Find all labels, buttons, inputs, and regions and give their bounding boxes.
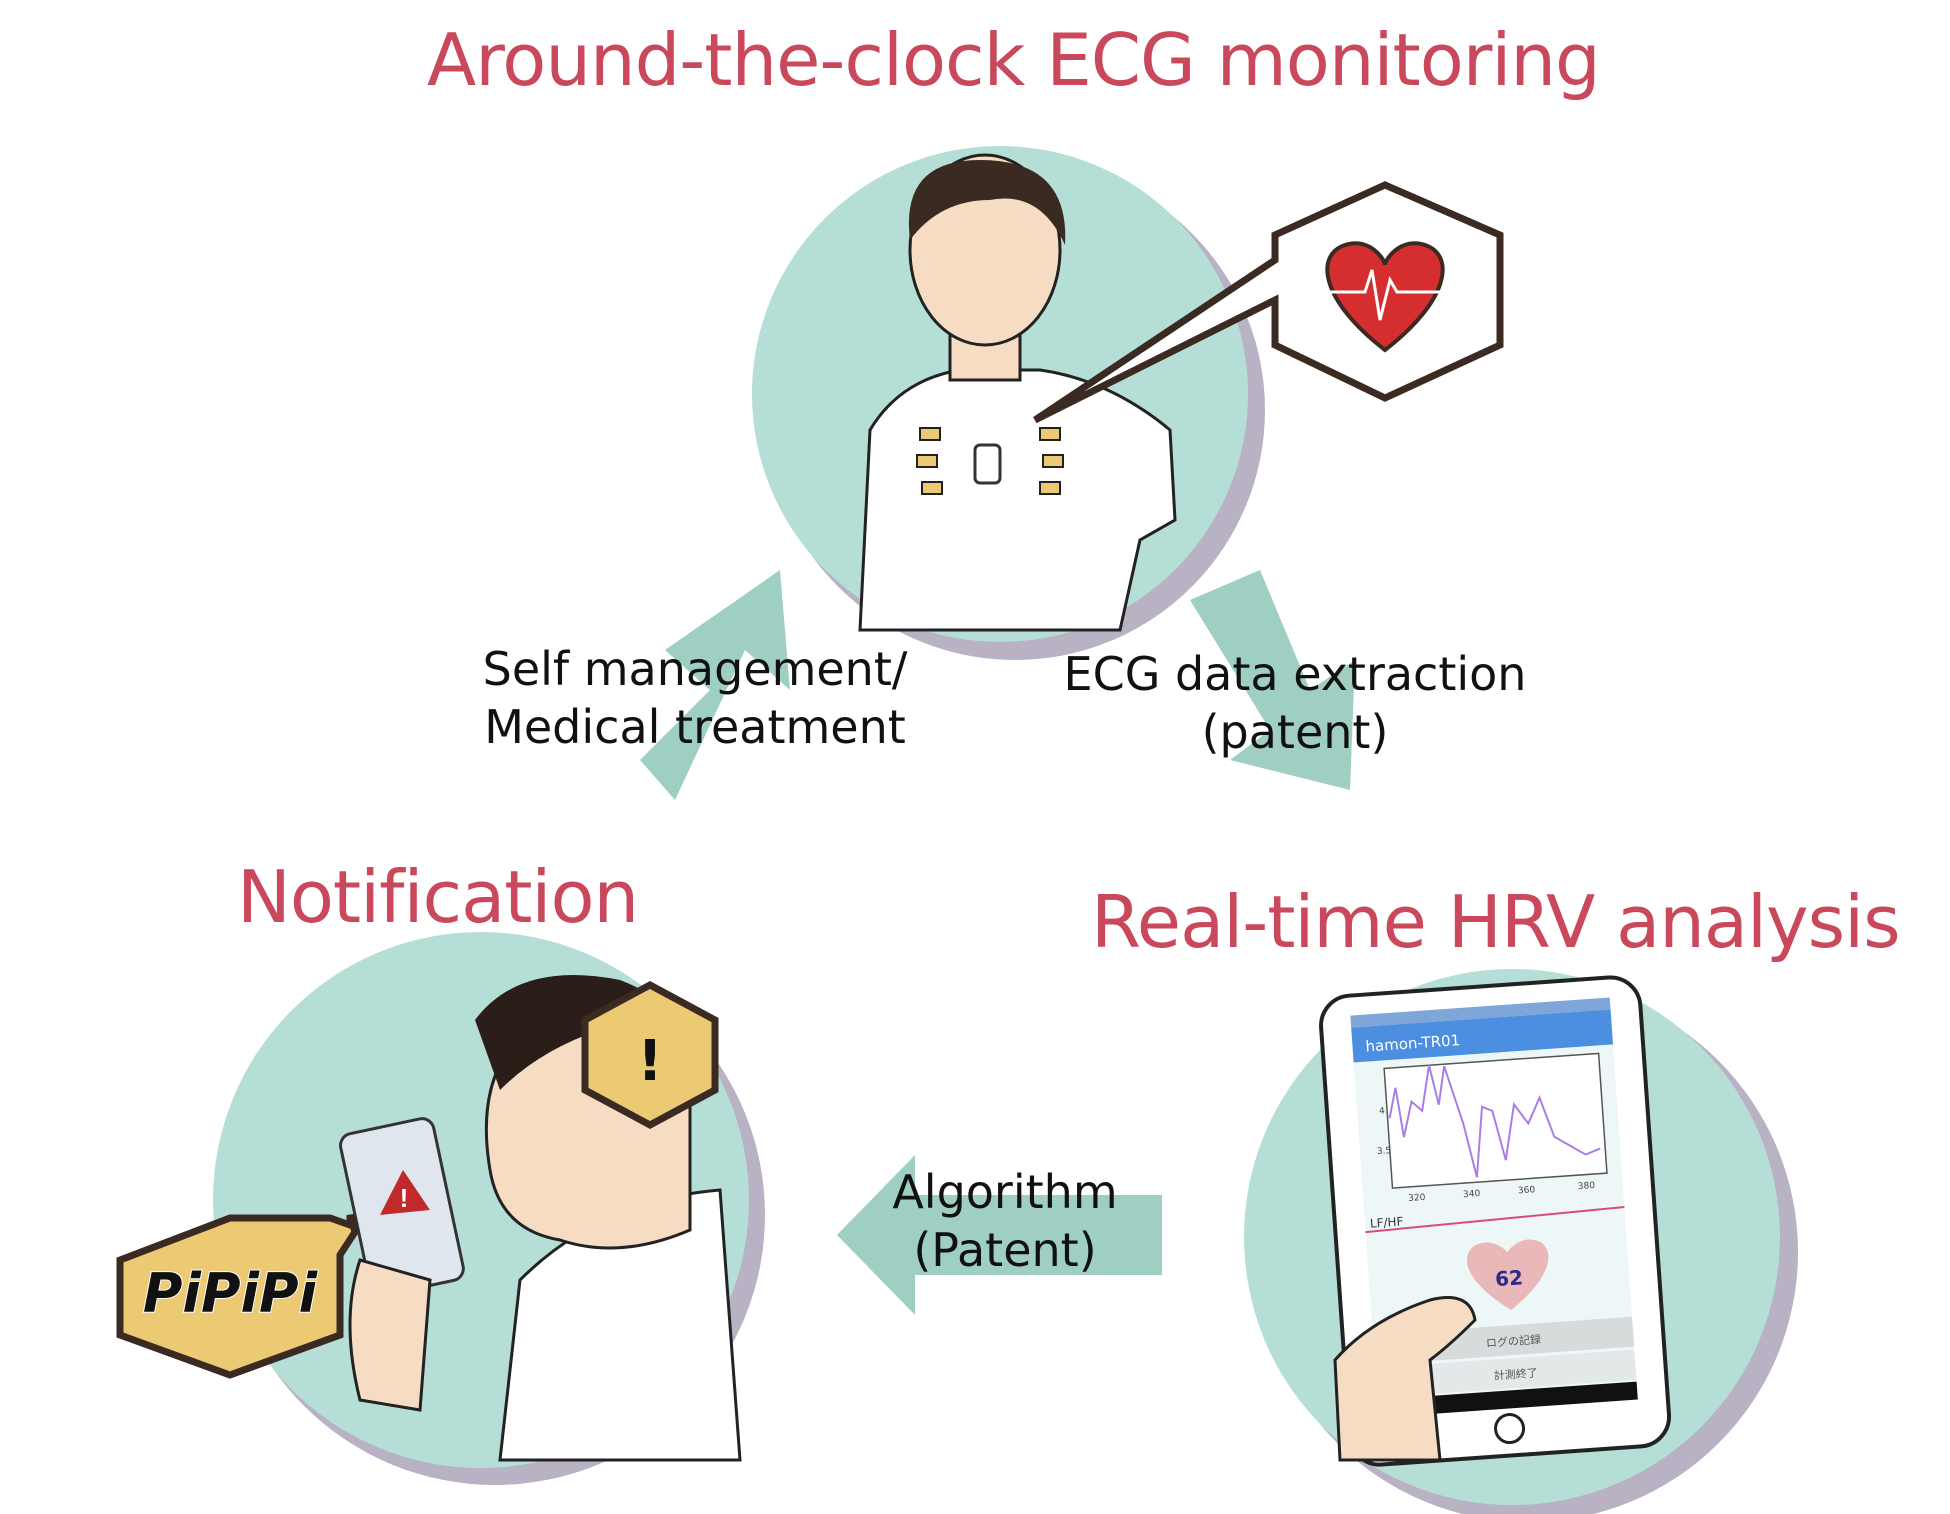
hrv-analysis-circle: hamon-TR01 4 3.5 320 340 360 380 LF/HF 6… (1244, 969, 1798, 1514)
svg-text:ログの記録: ログの記録 (1486, 1332, 1542, 1350)
pipipi-speech-bubble: PiPiPi (116, 1214, 359, 1379)
svg-text:!: ! (637, 1029, 663, 1094)
svg-text:320: 320 (1408, 1193, 1426, 1204)
stop-measurement-button (1374, 1349, 1637, 1398)
label-line: (patent) (1201, 705, 1389, 759)
title-ecg-monitoring: Around-the-clock ECG monitoring (427, 18, 1601, 102)
hrv-line (1388, 1065, 1601, 1178)
ecg-sensor-device (973, 443, 1002, 485)
svg-text:360: 360 (1518, 1185, 1536, 1196)
heart-rate-heart-icon (1467, 1239, 1549, 1311)
heart-rate-value: 62 (1494, 1265, 1523, 1291)
svg-text:4: 4 (1379, 1106, 1386, 1116)
label-line: Self management/ (482, 642, 908, 696)
svg-text:LF/HF: LF/HF (1369, 1214, 1404, 1230)
arrow-self-management (640, 570, 790, 800)
pipipi-sound-text: PiPiPi (143, 1262, 319, 1325)
label-line: Medical treatment (484, 700, 906, 754)
label-self-management: Self management/ Medical treatment (465, 640, 925, 756)
exclamation-badge: ! (581, 981, 719, 1129)
arrow-algorithm (837, 1155, 1162, 1315)
top-circle-person-with-sensor (752, 146, 1265, 660)
ecg-wave-icon (1325, 269, 1445, 321)
svg-text:計測終了: 計測終了 (1493, 1365, 1538, 1382)
hand (1333, 1296, 1477, 1462)
title-hrv-analysis: Real-time HRV analysis (1091, 880, 1901, 964)
label-algorithm: Algorithm (Patent) (880, 1163, 1130, 1279)
svg-text:380: 380 (1578, 1181, 1596, 1192)
arrow-ecg-extraction (1190, 570, 1355, 790)
warning-icon (380, 1170, 430, 1215)
label-line: ECG data extraction (1063, 647, 1527, 701)
label-line: (Patent) (913, 1223, 1097, 1277)
nav-bar (1377, 1381, 1638, 1418)
warning-mark: ! (400, 1183, 409, 1213)
home-button (1494, 1413, 1526, 1445)
svg-text:3.5: 3.5 (1377, 1146, 1392, 1157)
title-notification: Notification (237, 855, 639, 939)
label-line: Algorithm (892, 1165, 1118, 1219)
heart-speech-bubble (1033, 181, 1504, 424)
svg-text:340: 340 (1463, 1189, 1481, 1200)
label-ecg-extraction: ECG data extraction (patent) (1040, 645, 1550, 761)
